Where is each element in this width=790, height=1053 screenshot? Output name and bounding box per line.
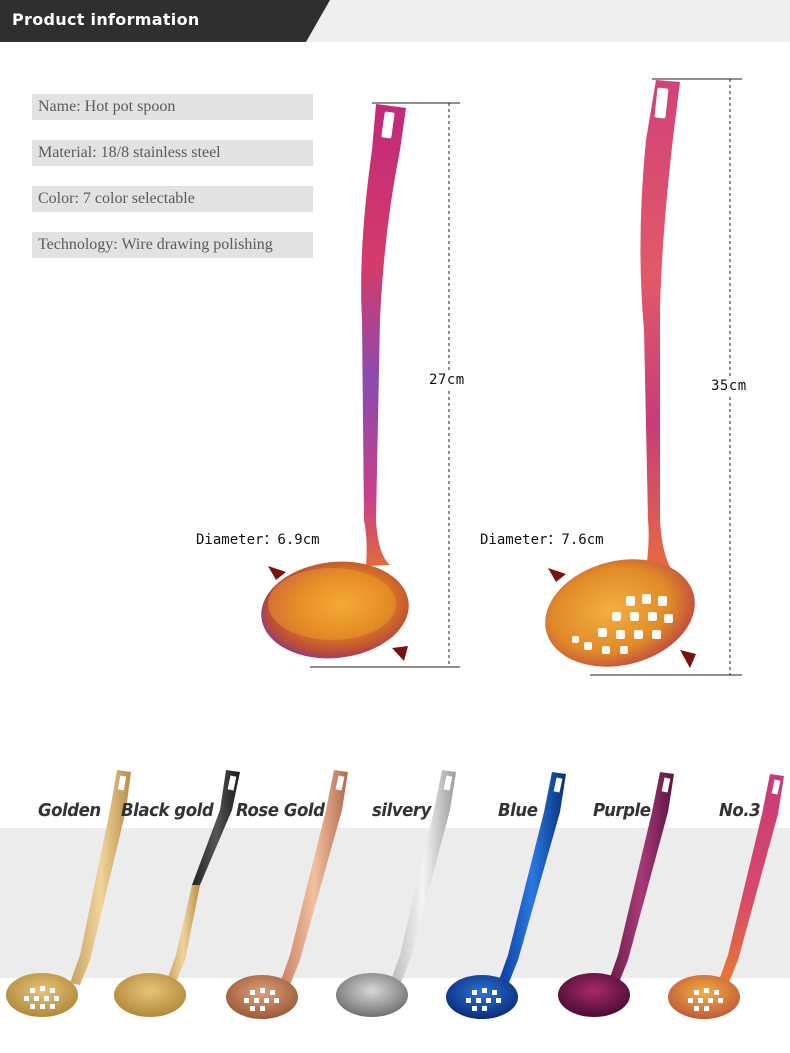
color-label-silvery: silvery (372, 800, 431, 821)
color-label-black-gold: Black gold (121, 800, 214, 821)
spec-color: Color: 7 color selectable (32, 186, 313, 212)
header-title: Product information (12, 10, 200, 29)
color-label-purple: Purple (593, 800, 651, 821)
header-tab (0, 0, 330, 42)
spec-material: Material: 18/8 stainless steel (32, 140, 313, 166)
spoon-black-gold (114, 770, 240, 1017)
color-label-blue: Blue (498, 800, 538, 821)
spec-name: Name: Hot pot spoon (32, 94, 313, 120)
spoon-silvery (336, 770, 456, 1017)
spoon-golden (6, 770, 131, 1017)
spoon-purple (558, 772, 674, 1017)
small-spoon-length: 27cm (429, 372, 465, 388)
spoon-blue (446, 772, 566, 1019)
spoon-no3 (668, 774, 784, 1019)
product-hero-image (261, 78, 742, 676)
color-label-no3: No.3 (719, 800, 761, 821)
spec-technology: Technology: Wire drawing polishing (32, 232, 313, 258)
color-label-golden: Golden (38, 800, 101, 821)
small-spoon-diameter: Diameter：6.9cm (196, 532, 320, 548)
large-spoon-diameter: Diameter：7.6cm (480, 532, 604, 548)
color-band (0, 828, 790, 978)
color-label-rose-gold: Rose Gold (236, 800, 325, 821)
spoon-rose-gold (226, 770, 348, 1019)
large-spoon-length: 35cm (711, 378, 747, 394)
